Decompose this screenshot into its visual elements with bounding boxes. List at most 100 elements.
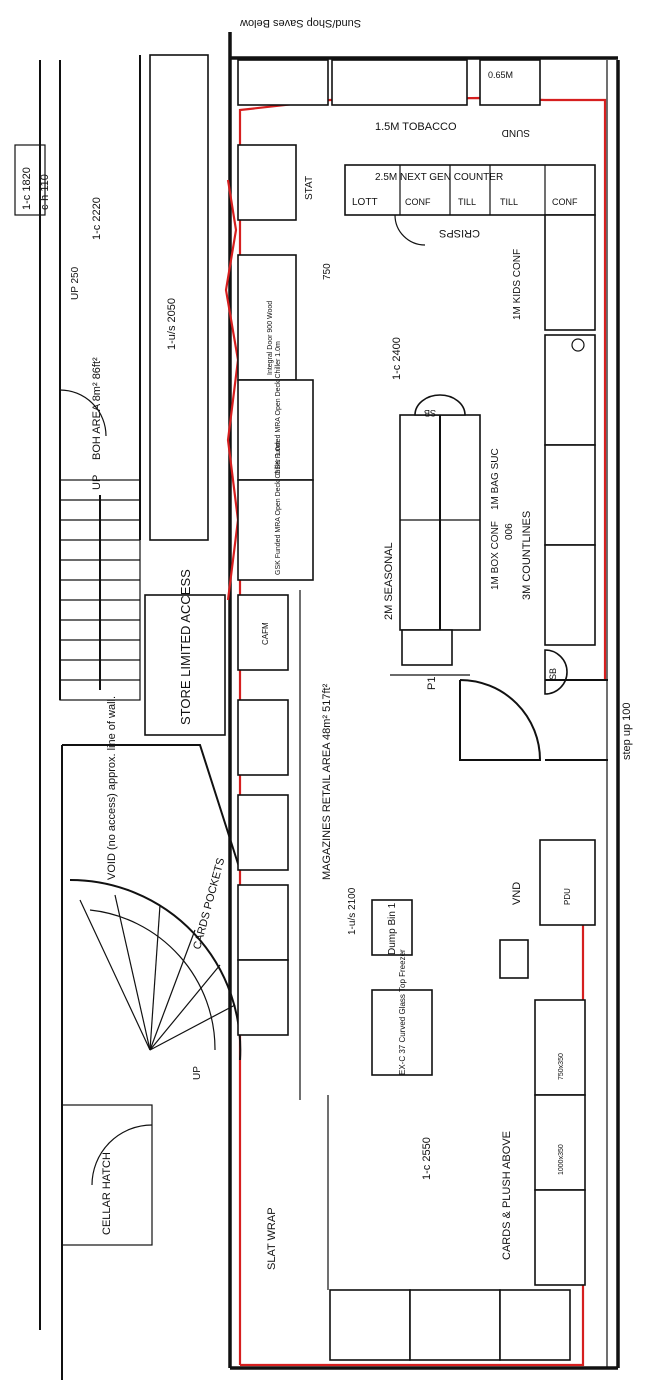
- label-p1: P1: [426, 677, 438, 690]
- staircase: [59, 479, 141, 701]
- label-box-conf: 1M BOX CONF: [490, 521, 501, 590]
- countline-unit-1: [544, 334, 596, 446]
- bottom-unit-3: [499, 1289, 571, 1361]
- label-sunday-papers: Sund/Shop Saves Below: [240, 17, 361, 29]
- cafm-unit-3: [237, 794, 289, 871]
- countline-unit-2: [544, 444, 596, 546]
- label-dump-bin: Dump Bin 1: [387, 902, 398, 955]
- label-next-gen-counter: 2.5M NEXT GEN COUNTER: [375, 172, 503, 183]
- top-area: [237, 59, 596, 246]
- label-ceiling-2100: 1-u/s 2100: [347, 887, 358, 935]
- outer-walls: [228, 32, 620, 1370]
- spiral-stair-inner: [89, 909, 216, 1051]
- south-area: [327, 839, 596, 1361]
- label-lott: LOTT: [352, 197, 378, 208]
- label-sb-top: SB: [424, 408, 436, 418]
- window-frame: [14, 144, 46, 216]
- top-left-unit: [237, 59, 329, 106]
- label-countlines: 3M COUNTLINES: [521, 511, 533, 600]
- bottom-unit-2: [409, 1289, 501, 1361]
- gondola-cafm-end: [401, 629, 453, 666]
- card-unit-2: [534, 1094, 586, 1191]
- freezer-unit: [371, 989, 433, 1076]
- entrance-door: [459, 679, 542, 761]
- dump-bin: [371, 899, 413, 956]
- label-cards-plush: CARDS & PLUSH ABOVE: [501, 1131, 513, 1260]
- card-unit-3: [534, 1189, 586, 1286]
- cafm-unit-1: [237, 594, 289, 671]
- label-ceiling-2220: 1-c 2220: [91, 197, 103, 240]
- cafm-unit-2: [237, 699, 289, 776]
- central-gondola: [390, 394, 568, 695]
- label-tobacco: 1.5M TOBACCO: [375, 121, 457, 133]
- label-chiller-1: GSK Funded MRA Open Deck Chiller 1.0m: [275, 341, 282, 475]
- stair-treads: [60, 495, 140, 690]
- label-conf-a: CONF: [405, 197, 431, 207]
- kids-conf-unit: [544, 214, 596, 331]
- small-unit: [499, 939, 529, 979]
- label-unit-1000: 1000x350: [558, 1144, 565, 1175]
- cellar-hatch: [61, 1104, 153, 1246]
- entrance: [459, 679, 608, 761]
- label-till-2: TILL: [500, 197, 518, 207]
- countline-unit-3: [544, 544, 596, 646]
- label-void: VOID (no access) approx. line of wall.: [106, 696, 118, 880]
- red-zigzag: [224, 179, 240, 601]
- label-sund: SUND: [502, 127, 530, 138]
- label-up-250: UP 250: [70, 266, 81, 300]
- label-stair-up: UP: [91, 475, 103, 490]
- label-store: STORE LIMITED ACCESS: [178, 569, 193, 725]
- label-spiral-up: UP: [192, 1066, 203, 1080]
- label-step-up: step up 100: [621, 703, 633, 761]
- label-ceiling-2550: 1-c 2550: [421, 1137, 433, 1180]
- label-ceiling-2050: 1-u/s 2050: [166, 298, 178, 350]
- void-edge: [62, 744, 241, 871]
- cafm-unit-5: [237, 959, 289, 1036]
- label-freezer: EX-C 37 Curved Glass Top Freezer: [398, 949, 407, 1075]
- label-unit-065: 0.65M: [488, 70, 513, 80]
- label-seasonal: 2M SEASONAL: [383, 542, 395, 620]
- column-marker: [571, 338, 585, 352]
- label-vnd: VND: [511, 882, 523, 905]
- label-750: 750: [322, 263, 333, 280]
- label-wood-900: Integral Door 900 Wood: [267, 301, 274, 375]
- counter: [344, 164, 596, 216]
- label-pdu: PDU: [563, 888, 572, 905]
- store-block: [144, 594, 226, 736]
- stat-unit: [237, 144, 297, 221]
- chiller-unit-2: [237, 479, 314, 581]
- gondola-top-end: [414, 394, 466, 416]
- label-conf-b: CONF: [552, 197, 578, 207]
- label-ceiling-110: c-h 110: [39, 174, 51, 210]
- integral-door-unit: [237, 254, 297, 381]
- east-wall-units: [544, 214, 596, 646]
- label-ceiling-2400: 1-c 2400: [391, 337, 403, 380]
- label-sb-bottom: SB: [548, 668, 558, 680]
- label-stat: STAT: [304, 176, 315, 200]
- label-unit-750: 750x350: [558, 1053, 565, 1080]
- spiral-treads: [79, 894, 236, 1051]
- unit-065: [479, 59, 541, 106]
- label-boh-area: BOH AREA 8m² 86ft²: [91, 357, 103, 460]
- sb-bottom-marker: [544, 649, 568, 695]
- label-bag-suc: 1M BAG SUC: [490, 448, 501, 510]
- label-till-1: TILL: [458, 197, 476, 207]
- label-ceiling-1820: 1-c 1820: [21, 167, 33, 210]
- label-slat-wrap: SLAT WRAP: [266, 1207, 278, 1270]
- label-006: 006: [504, 523, 515, 540]
- boh-door-swing: [59, 389, 107, 437]
- west-wall-units: [237, 254, 314, 1100]
- counter-gate: [394, 214, 426, 246]
- cellar-hatch-swing: [91, 1124, 153, 1186]
- boh-wall-block: [149, 54, 209, 541]
- label-cafm: CAFM: [261, 622, 270, 645]
- cafm-unit-4: [237, 884, 289, 961]
- pdu-unit: [539, 839, 596, 926]
- label-chiller-2: GSK Funded MRA Open Deck Chiller 1.0m: [275, 441, 282, 575]
- label-cellar-hatch: CELLAR HATCH: [101, 1152, 113, 1235]
- left-building: [14, 54, 242, 1380]
- bottom-unit-1: [329, 1289, 411, 1361]
- label-crisps: CRISPS: [439, 227, 480, 239]
- sundries-unit: [331, 59, 468, 106]
